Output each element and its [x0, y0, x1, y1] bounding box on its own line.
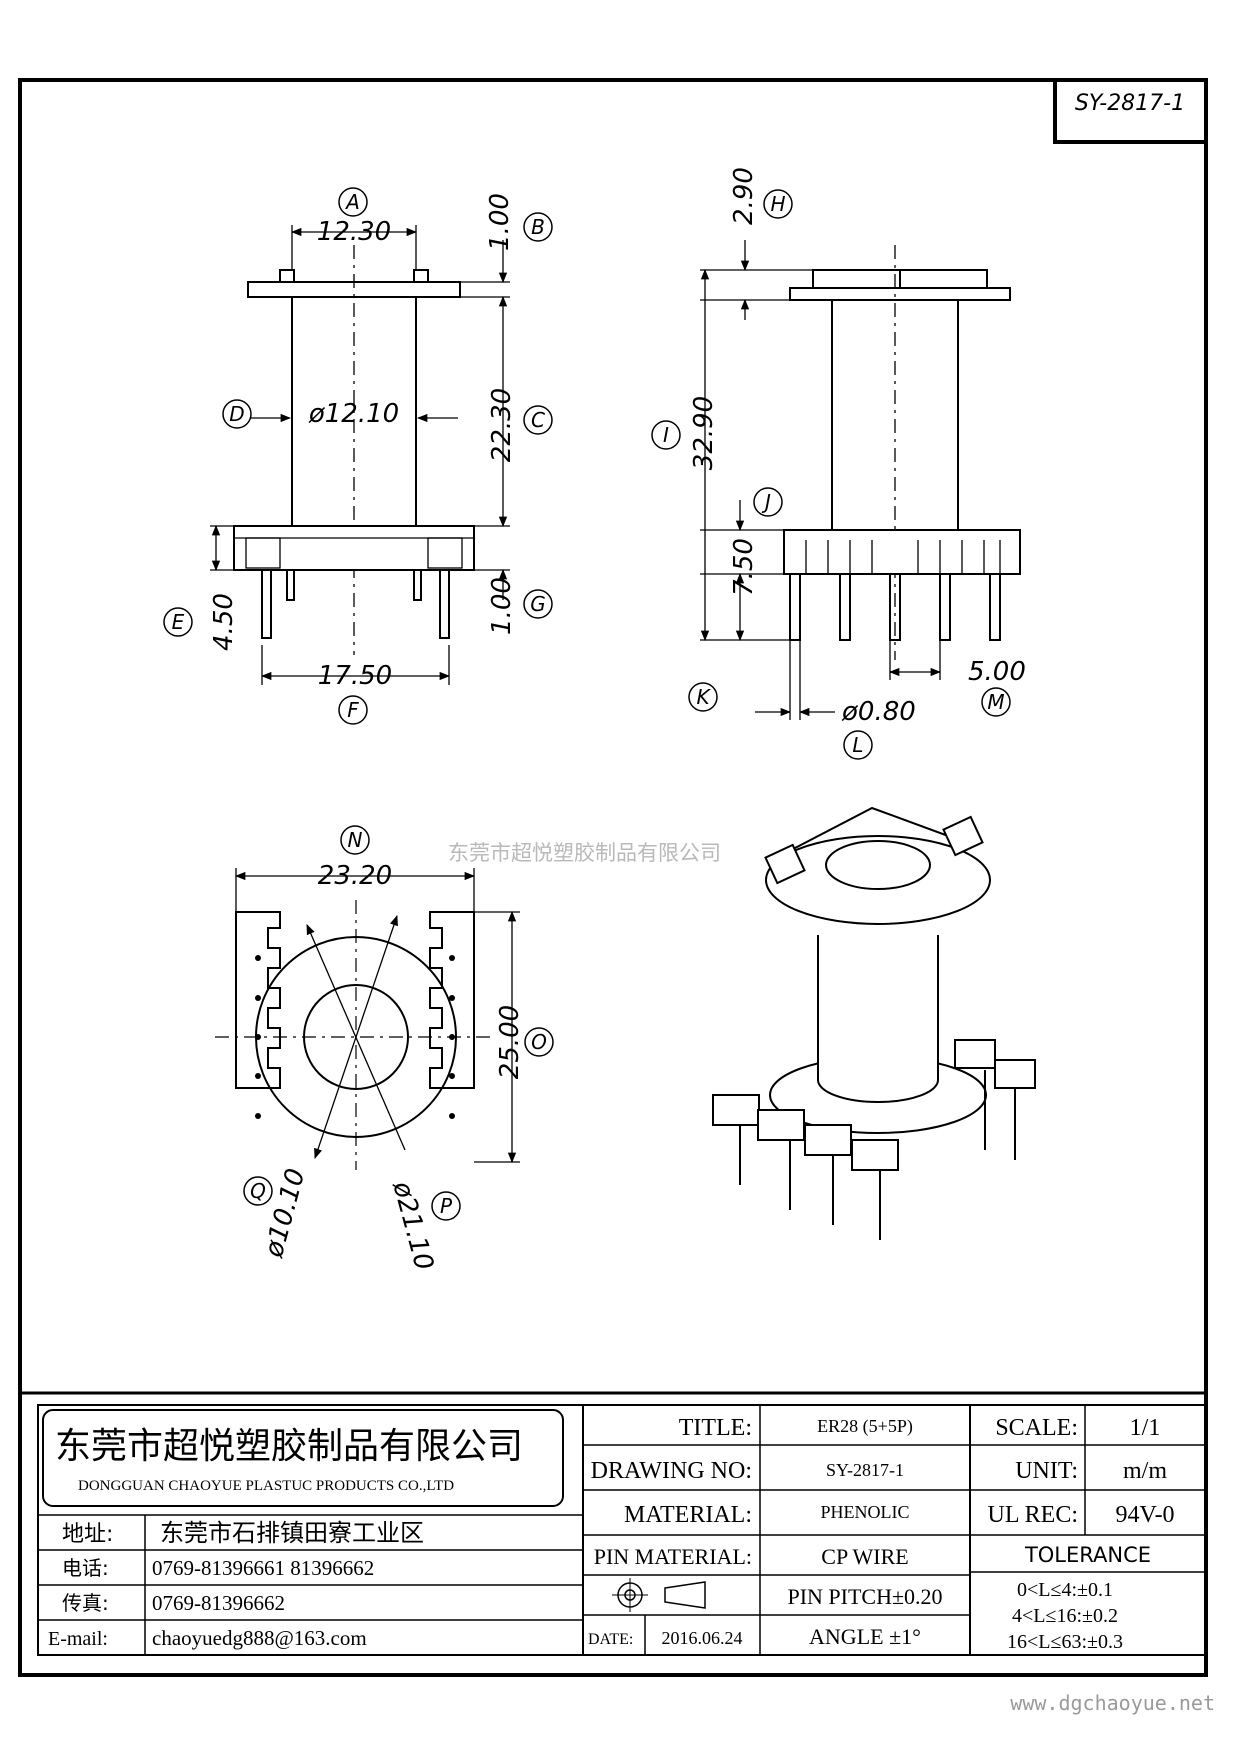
drawing-id-box: SY-2817-1 [1053, 78, 1208, 144]
material-label: MATERIAL: [624, 1502, 752, 1528]
unit-label: UNIT: [1015, 1458, 1078, 1484]
label-a: A [344, 190, 360, 214]
dim-g-value: 1.00 [487, 577, 517, 635]
email-label: E-mail: [48, 1628, 108, 1650]
dim-o-value: 25.00 [495, 1005, 525, 1079]
label-c: C [531, 408, 545, 432]
phone-label: 电话: [62, 1556, 109, 1580]
bottom-view [215, 900, 495, 1170]
unit-value: m/m [1123, 1458, 1167, 1484]
callout-letters: A B C D E F G H I J K L M N O P Q [172, 190, 1005, 1218]
phone-value: 0769-81396661 81396662 [152, 1556, 374, 1580]
bottom-view-dimensions [234, 868, 520, 1164]
drawing-no-value: SY-2817-1 [826, 1460, 904, 1480]
dim-j-value: 7.50 [729, 538, 759, 596]
label-i: I [663, 423, 669, 447]
company-cn: 东莞市超悦塑胶制品有限公司 [55, 1426, 523, 1467]
isometric-view [712, 806, 1036, 1240]
tolerance-3: 16<L≤63:±0.3 [1007, 1631, 1123, 1653]
tolerance-2: 4<L≤16:±0.2 [1012, 1605, 1118, 1627]
outer-frame [18, 78, 1208, 1677]
title-block-text: 东莞市超悦塑胶制品有限公司 DONGGUAN CHAOYUE PLASTUC P… [48, 1415, 1175, 1653]
tolerance-label: TOLERANCE [1024, 1543, 1151, 1567]
tolerance-1: 0<L≤4:±0.1 [1017, 1579, 1113, 1601]
pin-pitch: PIN PITCH±0.20 [787, 1584, 942, 1609]
dim-d-value: ø12.10 [308, 399, 399, 429]
fax-label: 传真: [62, 1591, 109, 1615]
title-block [20, 1391, 1207, 1656]
scale-label: SCALE: [995, 1415, 1078, 1441]
website: www.dgchaoyue.net [1010, 1691, 1215, 1715]
angle: ANGLE ±1° [809, 1624, 921, 1649]
side-view [783, 245, 1021, 660]
front-view [233, 245, 475, 655]
label-j: J [761, 490, 771, 514]
dim-i-value: 32.90 [689, 396, 719, 470]
dim-l-value: ø0.80 [841, 697, 916, 727]
label-d: D [229, 402, 244, 426]
label-k: K [696, 685, 711, 709]
dim-p-value: ø21.10 [386, 1177, 439, 1273]
dim-e-value: 4.50 [209, 593, 239, 651]
label-m: M [987, 690, 1004, 714]
date-label: DATE: [588, 1631, 633, 1648]
front-view-dimensions [210, 225, 510, 685]
dim-m-value: 5.00 [968, 657, 1026, 687]
label-f: F [347, 698, 359, 722]
label-q: Q [250, 1179, 266, 1203]
side-view-dimensions [700, 240, 942, 720]
address-label: 地址: [62, 1522, 113, 1547]
pin-material-label: PIN MATERIAL: [594, 1544, 752, 1569]
title-label: TITLE: [679, 1415, 752, 1441]
address-value: 东莞市石排镇田寮工业区 [160, 1519, 424, 1547]
dim-c-value: 22.30 [487, 388, 517, 462]
title-value: ER28 (5+5P) [817, 1416, 913, 1437]
watermark: 东莞市超悦塑胶制品有限公司 [448, 841, 721, 865]
ul-rec-label: UL REC: [988, 1502, 1078, 1528]
label-g: G [530, 592, 546, 616]
dim-n-value: 23.20 [318, 861, 392, 891]
drawing-id: SY-2817-1 [1075, 91, 1185, 116]
label-p: P [440, 1194, 453, 1218]
label-o: O [531, 1030, 547, 1054]
company-en: DONGGUAN CHAOYUE PLASTUC PRODUCTS CO.,LT… [78, 1478, 454, 1494]
scale-value: 1/1 [1130, 1415, 1161, 1441]
fax-value: 0769-81396662 [152, 1591, 285, 1615]
dim-a-value: 12.30 [317, 217, 391, 247]
dim-f-value: 17.50 [318, 661, 392, 691]
drawing-no-label: DRAWING NO: [591, 1458, 752, 1484]
dim-h-value: 2.90 [729, 167, 759, 225]
callout-labels [163, 187, 1011, 1221]
label-e: E [172, 610, 185, 634]
date-value: 2016.06.24 [662, 1628, 743, 1648]
label-l: L [852, 733, 863, 757]
email-value: chaoyuedg888@163.com [152, 1626, 367, 1650]
label-b: B [531, 215, 545, 239]
material-value: PHENOLIC [821, 1502, 910, 1522]
label-h: H [770, 192, 785, 216]
dim-b-value: 1.00 [485, 193, 515, 251]
label-n: N [348, 828, 363, 852]
pin-material-value: CP WIRE [821, 1544, 908, 1569]
ul-rec-value: 94V-0 [1115, 1502, 1174, 1528]
